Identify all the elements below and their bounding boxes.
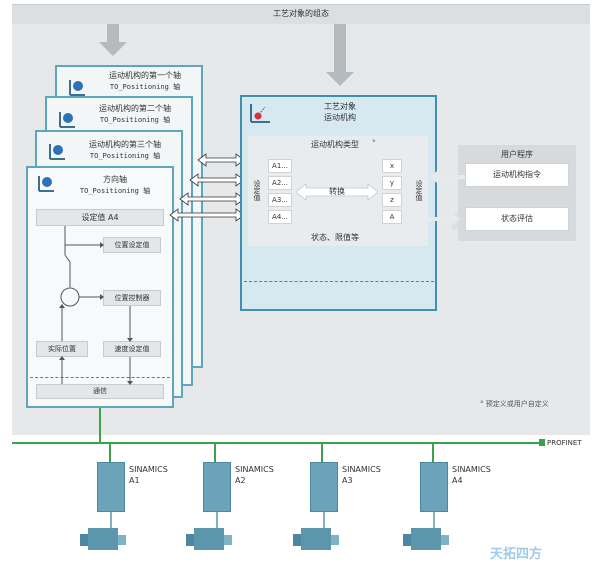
drive-a2-id: A2 bbox=[235, 476, 246, 485]
kinematics-input-a1: A1... bbox=[268, 159, 292, 173]
transform-label: 转换 bbox=[329, 187, 345, 196]
axis-card-2-subtitle: TO_Positioning 轴 bbox=[99, 116, 171, 124]
drive-a4-id: A4 bbox=[452, 476, 463, 485]
kinematics-status: 状态、限值等 bbox=[311, 233, 359, 242]
kinematics-right-setpoint: 设定值 bbox=[415, 180, 423, 201]
axis-card-2-title: 运动机构的第二个轴 bbox=[99, 104, 171, 113]
drive-a3-id: A3 bbox=[342, 476, 353, 485]
axis-card-3-title: 运动机构的第三个轴 bbox=[89, 140, 161, 149]
axis-card-1-title: 运动机构的第一个轴 bbox=[109, 71, 181, 80]
user-program-title: 用户程序 bbox=[501, 150, 533, 159]
motor-a3 bbox=[293, 512, 339, 550]
kinematics-output-x: x bbox=[382, 159, 402, 173]
drive-a4 bbox=[420, 462, 448, 512]
drive-a2-name: SINAMICS bbox=[235, 465, 274, 474]
front-axis-subtitle: TO_Positioning 轴 bbox=[79, 187, 151, 195]
watermark: 天拓四方 bbox=[490, 547, 543, 562]
velocity-setpoint-box: 速度设定值 bbox=[103, 341, 161, 357]
motor-a1 bbox=[80, 512, 126, 550]
kinematics-input-a2: A2... bbox=[268, 176, 292, 190]
kinematics-type-marker: ° bbox=[372, 139, 376, 147]
axis-card-3-subtitle: TO_Positioning 轴 bbox=[89, 152, 161, 160]
drive-a3-name: SINAMICS bbox=[342, 465, 381, 474]
config-header bbox=[12, 4, 590, 24]
footnote: ° 预定义或用户自定义 bbox=[480, 400, 549, 408]
gear-icon bbox=[59, 112, 75, 128]
kinematics-input-a4: A4... bbox=[268, 210, 292, 224]
axis-divider bbox=[30, 377, 170, 378]
status-evaluation-box: 状态评估 bbox=[465, 207, 569, 231]
profinet-label: PROFINET bbox=[547, 439, 582, 447]
front-axis-card bbox=[26, 166, 174, 408]
kinematics-title-1: 工艺对象 bbox=[324, 102, 356, 111]
gear-icon bbox=[49, 144, 65, 160]
kinematics-title-2: 运动机构 bbox=[324, 113, 356, 122]
drive-a3 bbox=[310, 462, 338, 512]
motor-a2 bbox=[186, 512, 232, 550]
kinematics-output-z: z bbox=[382, 193, 402, 207]
setpoint-box: 设定值 A4 bbox=[36, 209, 164, 226]
kinematics-input-a3: A3... bbox=[268, 193, 292, 207]
drive-a1-id: A1 bbox=[129, 476, 140, 485]
position-controller-box: 位置控制器 bbox=[103, 290, 161, 306]
kinematics-type-label: 运动机构类型 bbox=[311, 140, 359, 149]
gear-icon bbox=[38, 176, 54, 192]
kinematics-icon bbox=[250, 104, 270, 123]
axis-card-1-subtitle: TO_Positioning 轴 bbox=[109, 83, 181, 91]
motor-a4 bbox=[403, 512, 449, 550]
front-axis-title: 方向轴 bbox=[103, 175, 127, 184]
kinematics-left-setpoint: 设定值 bbox=[253, 180, 261, 201]
drive-a1-name: SINAMICS bbox=[129, 465, 168, 474]
drive-a2 bbox=[203, 462, 231, 512]
kinematics-divider bbox=[244, 281, 434, 282]
kinematics-output-a: A bbox=[382, 210, 402, 224]
communication-box: 通信 bbox=[36, 384, 164, 399]
drive-a1 bbox=[97, 462, 125, 512]
gear-icon bbox=[69, 80, 85, 96]
kinematics-output-y: y bbox=[382, 176, 402, 190]
transform-arrow bbox=[296, 183, 378, 201]
motion-command-box: 运动机构指令 bbox=[465, 163, 569, 187]
config-header-title: 工艺对象的组态 bbox=[273, 9, 329, 18]
drive-a4-name: SINAMICS bbox=[452, 465, 491, 474]
